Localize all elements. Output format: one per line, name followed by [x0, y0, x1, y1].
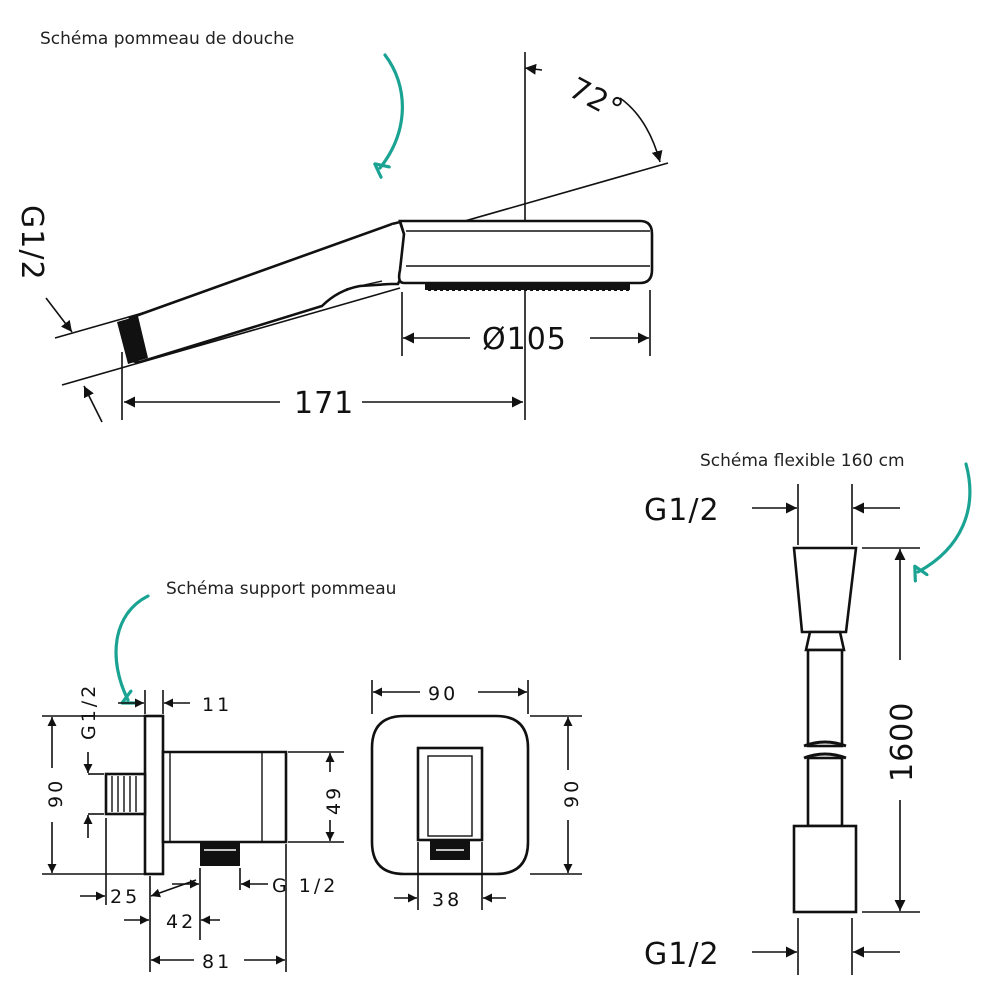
hose-upper-segment [806, 648, 844, 748]
holder-plate-thickness-label: 11 [202, 694, 232, 716]
holder-thread-label: G1/2 [78, 683, 100, 740]
holder-height-label: 90 [45, 778, 67, 808]
hose-lower-segment [806, 756, 844, 828]
head-thread-label: G1/2 [14, 205, 49, 281]
head-body [397, 219, 654, 285]
holder-depth-label: 81 [202, 951, 232, 973]
thread-arrow-top [45, 297, 73, 333]
hose-caption: Schéma flexible 160 cm [700, 451, 905, 471]
hose-bottom-thread-label: G1/2 [644, 937, 720, 972]
handle-lower-line [61, 287, 401, 386]
front-height-label: 90 [561, 778, 583, 808]
holder-outlet-thread-label: G 1/2 [272, 875, 338, 897]
shower-head-caption: Schéma pommeau de douche [40, 29, 294, 49]
diameter-label: Ø105 [482, 322, 567, 357]
hose-annotation-arrow [918, 462, 972, 572]
handle-body [126, 222, 406, 364]
angle-arrow-start [524, 63, 543, 75]
holder-wall-plate [143, 714, 165, 876]
holder-body [161, 750, 288, 844]
holder-outlet [200, 842, 240, 866]
handle-groove [345, 280, 383, 290]
length-label: 171 [294, 386, 354, 421]
holder-front-inner [427, 755, 473, 837]
holder-25-arrow-right [150, 879, 197, 898]
shower-head-diagram: Schéma pommeau de douche 72° Ø105 [14, 29, 669, 423]
handle-thread [117, 316, 148, 364]
shower-head-annotation-arrow [380, 53, 404, 168]
front-width-label: 90 [428, 683, 458, 705]
holder-diagram: Schéma support pommeau 11 G1/2 90 [42, 579, 583, 973]
hose-break-top [803, 740, 847, 748]
angle-label: 72° [563, 71, 629, 128]
holder-outlet-42-label: 42 [166, 911, 196, 933]
thread-arrow-bottom [83, 385, 103, 423]
hose-diagram: Schéma flexible 160 cm G1/2 1600 G1/2 [644, 451, 972, 975]
holder-body-height-label: 49 [323, 785, 345, 815]
front-38-label: 38 [432, 889, 462, 911]
holder-offset-25-label: 25 [110, 886, 140, 908]
hose-top-thread-label: G1/2 [644, 493, 720, 528]
spray-face [425, 283, 630, 291]
hose-length-label: 1600 [885, 702, 920, 782]
hose-bottom-fitting [792, 824, 858, 914]
holder-annotation-arrow [114, 594, 150, 700]
hose-top-collar [804, 630, 846, 652]
holder-caption: Schéma support pommeau [166, 579, 396, 599]
angle-arc [619, 97, 663, 163]
hose-top-fitting [792, 546, 858, 634]
